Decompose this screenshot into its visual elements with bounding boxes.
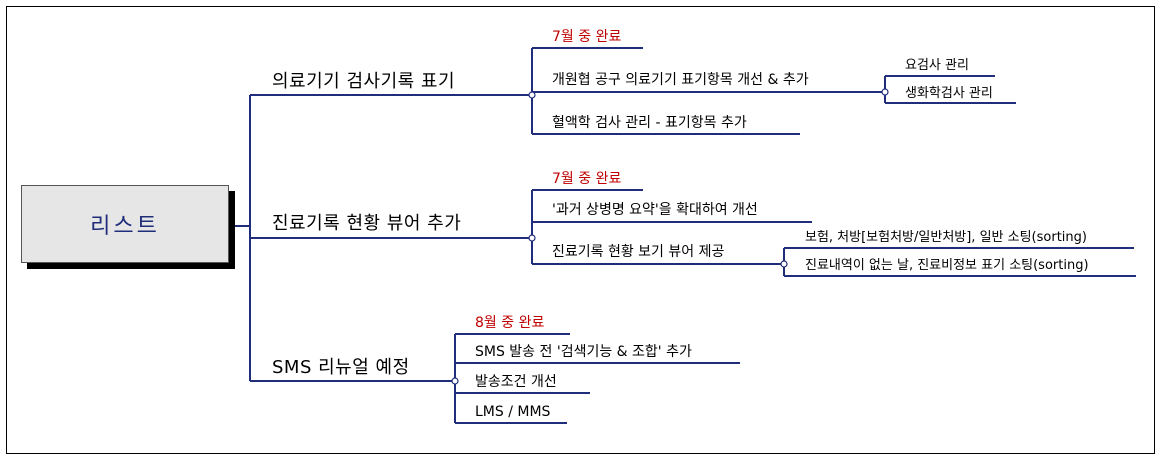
branch-2-deadline[interactable]: 7월 중 완료 xyxy=(552,171,622,187)
branch-3-item-search-combine[interactable]: SMS 발송 전 '검색기능 & 조합' 추가 xyxy=(475,344,692,360)
branch-2-sub-insurance-sorting[interactable]: 보험, 처방[보험처방/일반처방], 일반 소팅(sorting) xyxy=(805,230,1087,245)
branch-2-sub-junction xyxy=(780,260,788,268)
branch-2-item-diagnosis-summary[interactable]: '과거 상병명 요약'을 확대하여 개선 xyxy=(552,202,758,218)
branch-1-item-device-fields[interactable]: 개원협 공구 의료기기 표기항목 개선 & 추가 xyxy=(552,72,809,88)
branch-1-sub-urinalysis[interactable]: 요검사 관리 xyxy=(905,58,969,73)
branch-1-deadline[interactable]: 7월 중 완료 xyxy=(552,29,622,45)
branch-1-label[interactable]: 의료기기 검사기록 표기 xyxy=(272,71,456,92)
branch-1-junction xyxy=(528,91,536,99)
root-label: 리스트 xyxy=(90,214,160,239)
branch-1-sub-junction xyxy=(881,88,889,96)
branch-2-junction xyxy=(528,234,536,242)
branch-3-item-send-conditions[interactable]: 발송조건 개선 xyxy=(475,374,557,390)
root-node[interactable]: 리스트 xyxy=(21,185,229,263)
branch-3-junction xyxy=(451,377,459,385)
branch-2-item-viewer[interactable]: 진료기록 현황 보기 뷰어 제공 xyxy=(552,244,725,260)
branch-3-item-lms-mms[interactable]: LMS / MMS xyxy=(475,404,551,420)
branch-1-sub-biochemistry[interactable]: 생화학검사 관리 xyxy=(905,86,993,101)
branch-1-item-hematology[interactable]: 혈액학 검사 관리 - 표기항목 추가 xyxy=(552,115,747,131)
branch-2-sub-no-record-sorting[interactable]: 진료내역이 없는 날, 진료비정보 표기 소팅(sorting) xyxy=(805,258,1089,273)
branch-2-label[interactable]: 진료기록 현황 뷰어 추가 xyxy=(272,213,462,234)
branch-3-deadline[interactable]: 8월 중 완료 xyxy=(475,315,545,331)
branch-3-label[interactable]: SMS 리뉴얼 예정 xyxy=(272,357,410,378)
canvas-frame xyxy=(6,6,1155,454)
